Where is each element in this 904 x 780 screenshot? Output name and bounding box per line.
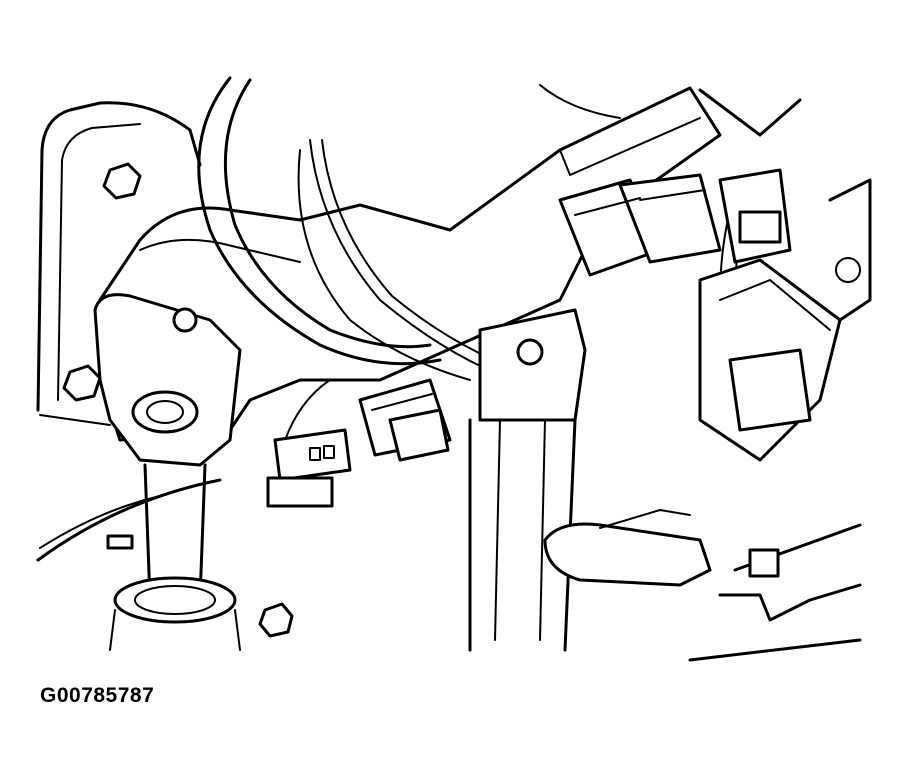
mounting-panel: [36, 101, 222, 562]
steering-column-illustration: [36, 76, 872, 662]
lower-right-bracket: [688, 523, 862, 662]
hex-bolts: [62, 162, 294, 638]
steering-shaft: [93, 293, 242, 651]
column-bracket: [468, 308, 587, 652]
switch-block: [698, 178, 872, 462]
column-shroud: [98, 86, 722, 442]
retaining-clip: [543, 509, 712, 587]
lower-connector-pair: [266, 378, 452, 508]
figure-id-label: G00785787: [40, 684, 155, 707]
upper-connector-pair: [558, 168, 792, 277]
column-ring: [197, 76, 802, 366]
